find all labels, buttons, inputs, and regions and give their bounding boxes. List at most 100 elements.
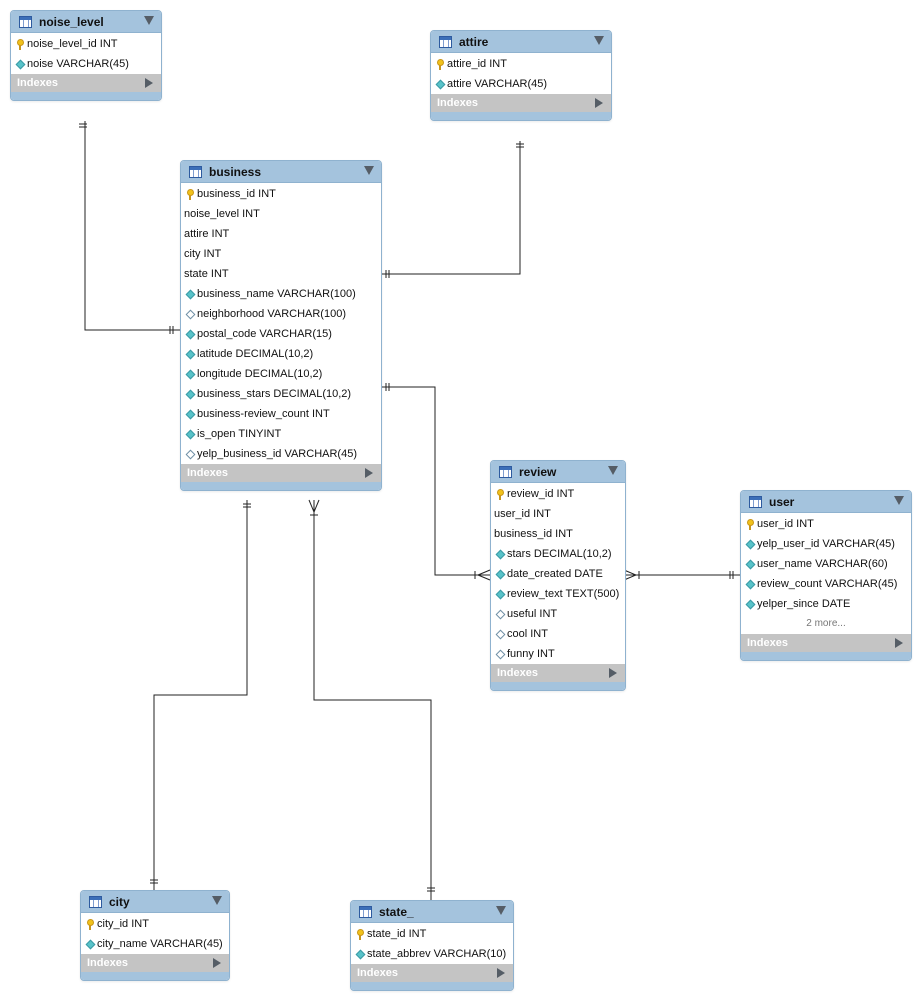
- expand-arrow-icon[interactable]: [497, 968, 505, 978]
- column-row[interactable]: state_abbrev VARCHAR(10): [351, 944, 513, 964]
- not-null-column-icon: [494, 588, 506, 600]
- column-row[interactable]: business_name VARCHAR(100): [181, 284, 381, 304]
- column-label: state_id INT: [367, 928, 427, 940]
- column-row[interactable]: user_id INT: [491, 504, 625, 524]
- column-row[interactable]: noise_level INT: [181, 204, 381, 224]
- column-row[interactable]: business_id INT: [181, 184, 381, 204]
- expand-arrow-icon[interactable]: [213, 958, 221, 968]
- primary-key-icon: [354, 928, 366, 940]
- column-row[interactable]: useful INT: [491, 604, 625, 624]
- collapse-toggle-icon[interactable]: [496, 906, 506, 915]
- column-row[interactable]: neighborhood VARCHAR(100): [181, 304, 381, 324]
- column-row[interactable]: latitude DECIMAL(10,2): [181, 344, 381, 364]
- column-row[interactable]: review_count VARCHAR(45): [741, 574, 911, 594]
- not-null-column-icon: [184, 328, 196, 340]
- column-label: user_name VARCHAR(60): [757, 558, 888, 570]
- indexes-section[interactable]: Indexes: [81, 954, 229, 972]
- collapse-toggle-icon[interactable]: [212, 896, 222, 905]
- table-footer: [431, 112, 611, 120]
- table-name: attire: [459, 34, 489, 49]
- column-label: is_open TINYINT: [197, 428, 282, 440]
- column-row[interactable]: longitude DECIMAL(10,2): [181, 364, 381, 384]
- expand-arrow-icon[interactable]: [145, 78, 153, 88]
- column-row[interactable]: yelp_business_id VARCHAR(45): [181, 444, 381, 464]
- collapse-toggle-icon[interactable]: [594, 36, 604, 45]
- column-row[interactable]: noise VARCHAR(45): [11, 54, 161, 74]
- column-row[interactable]: attire_id INT: [431, 54, 611, 74]
- indexes-section[interactable]: Indexes: [351, 964, 513, 982]
- column-row[interactable]: user_id INT: [741, 514, 911, 534]
- column-row[interactable]: is_open TINYINT: [181, 424, 381, 444]
- column-label: attire_id INT: [447, 58, 507, 70]
- column-row[interactable]: business_id INT: [491, 524, 625, 544]
- many-cardinality-mark: [477, 569, 491, 576]
- nullable-column-icon: [494, 608, 506, 620]
- column-label: business-review_count INT: [197, 408, 330, 420]
- column-label: review_text TEXT(500): [507, 588, 620, 600]
- expand-arrow-icon[interactable]: [895, 638, 903, 648]
- column-row[interactable]: attire INT: [181, 224, 381, 244]
- table-header[interactable]: noise_level: [11, 11, 161, 33]
- column-row[interactable]: cool INT: [491, 624, 625, 644]
- table-city[interactable]: city city_id INT city_name VARCHAR(45) Inde…: [80, 890, 230, 981]
- table-state[interactable]: state_ state_id INT state_abbrev VARCHAR(1…: [350, 900, 514, 991]
- column-row[interactable]: date_created DATE: [491, 564, 625, 584]
- column-row[interactable]: state INT: [181, 264, 381, 284]
- column-row[interactable]: business_stars DECIMAL(10,2): [181, 384, 381, 404]
- column-row[interactable]: review_text TEXT(500): [491, 584, 625, 604]
- relationship-state-business: [313, 500, 432, 900]
- column-row[interactable]: funny INT: [491, 644, 625, 664]
- table-header[interactable]: attire: [431, 31, 611, 53]
- column-row[interactable]: business-review_count INT: [181, 404, 381, 424]
- column-row[interactable]: city INT: [181, 244, 381, 264]
- table-name: user: [769, 494, 795, 509]
- column-row[interactable]: attire VARCHAR(45): [431, 74, 611, 94]
- more-columns-link[interactable]: 2 more...: [806, 618, 846, 629]
- table-footer: [81, 972, 229, 980]
- column-list: state_id INT state_abbrev VARCHAR(10): [351, 923, 513, 964]
- column-row[interactable]: user_name VARCHAR(60): [741, 554, 911, 574]
- column-row[interactable]: state_id INT: [351, 924, 513, 944]
- indexes-section[interactable]: Indexes: [431, 94, 611, 112]
- expand-arrow-icon[interactable]: [365, 468, 373, 478]
- indexes-label: Indexes: [357, 967, 398, 979]
- indexes-section[interactable]: Indexes: [11, 74, 161, 92]
- collapse-toggle-icon[interactable]: [608, 466, 618, 475]
- table-footer: [741, 652, 911, 660]
- collapse-toggle-icon[interactable]: [144, 16, 154, 25]
- expand-arrow-icon[interactable]: [609, 668, 617, 678]
- column-label: funny INT: [507, 648, 555, 660]
- indexes-section[interactable]: Indexes: [181, 464, 381, 482]
- column-label: useful INT: [507, 608, 558, 620]
- column-row[interactable]: stars DECIMAL(10,2): [491, 544, 625, 564]
- table-header[interactable]: state_: [351, 901, 513, 923]
- column-row[interactable]: city_name VARCHAR(45): [81, 934, 229, 954]
- column-label: user_id INT: [494, 508, 551, 520]
- table-name: state_: [379, 904, 414, 919]
- table-attire[interactable]: attire attire_id INT attire VARCHAR(45)Ind…: [430, 30, 612, 121]
- column-row[interactable]: review_id INT: [491, 484, 625, 504]
- column-label: city_id INT: [97, 918, 149, 930]
- indexes-section[interactable]: Indexes: [741, 634, 911, 652]
- column-row[interactable]: postal_code VARCHAR(15): [181, 324, 381, 344]
- indexes-section[interactable]: Indexes: [491, 664, 625, 682]
- column-row[interactable]: yelper_since DATE: [741, 594, 911, 614]
- expand-arrow-icon[interactable]: [595, 98, 603, 108]
- table-header[interactable]: city: [81, 891, 229, 913]
- indexes-label: Indexes: [87, 957, 128, 969]
- collapse-toggle-icon[interactable]: [364, 166, 374, 175]
- column-label: postal_code VARCHAR(15): [197, 328, 332, 340]
- table-header[interactable]: review: [491, 461, 625, 483]
- table-header[interactable]: business: [181, 161, 381, 183]
- column-row[interactable]: yelp_user_id VARCHAR(45): [741, 534, 911, 554]
- column-row[interactable]: noise_level_id INT: [11, 34, 161, 54]
- collapse-toggle-icon[interactable]: [894, 496, 904, 505]
- table-header[interactable]: user: [741, 491, 911, 513]
- column-row[interactable]: city_id INT: [81, 914, 229, 934]
